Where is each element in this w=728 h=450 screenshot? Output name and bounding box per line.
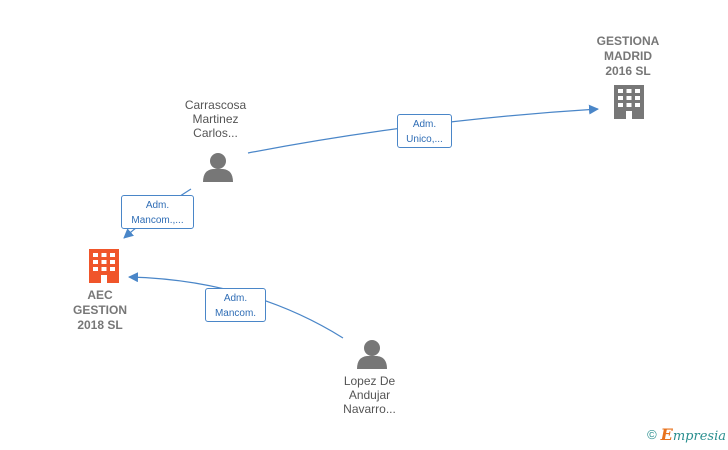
building-icon[interactable] <box>89 249 119 283</box>
company-label-gestiona[interactable]: GESTIONA MADRID 2016 SL <box>596 34 660 78</box>
company-label-aec[interactable]: AEC GESTION 2018 SL <box>72 288 127 332</box>
person-icon[interactable] <box>203 153 233 182</box>
relationship-label-adm-mancom-2[interactable]: Adm. Mancom. <box>205 288 266 322</box>
relationship-label-adm-unico[interactable]: Adm. Unico,... <box>397 114 452 148</box>
copyright-symbol: © <box>647 427 657 442</box>
person-label-lopez[interactable]: Lopez De Andujar Navarro... <box>343 374 396 416</box>
building-icon[interactable] <box>614 85 644 119</box>
empresia-logo: Empresia <box>660 425 726 444</box>
footer-brand: © Empresia <box>647 425 726 444</box>
person-icon[interactable] <box>357 340 387 369</box>
person-label-carrascosa[interactable]: Carrascosa Martinez Carlos... <box>184 98 247 140</box>
relationship-label-adm-mancom-1[interactable]: Adm. Mancom.,... <box>121 195 194 229</box>
